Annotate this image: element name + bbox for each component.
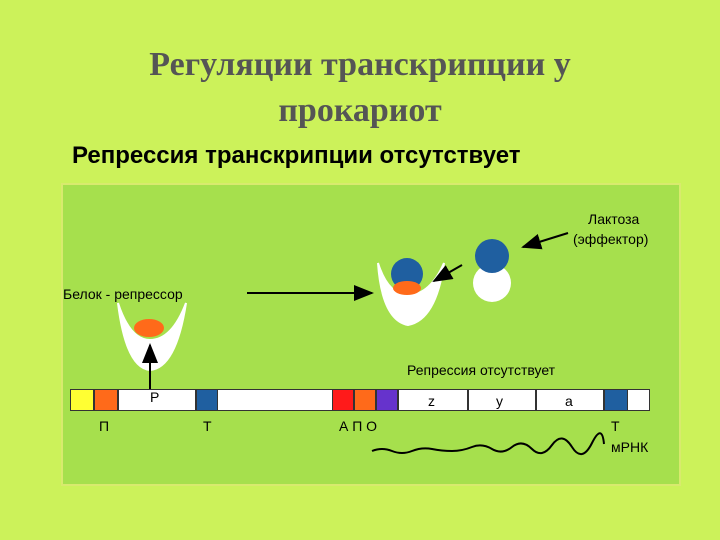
- lactose-label-2: (эффектор): [573, 231, 649, 247]
- title-line-2: прокариот: [278, 92, 442, 129]
- no-repression-label: Репрессия отсутствует: [407, 362, 556, 378]
- title-line-1: Регуляции транскрипции у: [149, 46, 571, 83]
- page-title: Регуляции транскрипции у прокариот: [0, 42, 720, 134]
- label-a: a: [565, 393, 573, 409]
- segment-y: [468, 389, 536, 411]
- label-terminator-right: Т: [611, 418, 620, 434]
- repressor-label: Белок - репрессор: [63, 286, 183, 302]
- segment-promoter: [94, 389, 118, 411]
- repressor-protein: [117, 302, 187, 372]
- segment-operator: [376, 389, 398, 411]
- repressor-site-bound: [393, 281, 421, 295]
- segment-z: [398, 389, 468, 411]
- segment-terminator-left: [196, 389, 218, 411]
- label-apo: А П О: [339, 418, 378, 434]
- label-mrna: мРНК: [611, 439, 649, 455]
- repressor-lactose-complex: [377, 258, 445, 327]
- segment-regulator-gene: [118, 389, 196, 411]
- subtitle: Репрессия транскрипции отсутствует: [72, 142, 521, 169]
- label-z: z: [428, 393, 435, 409]
- lactose-blue: [475, 239, 509, 273]
- label-promoter: П: [99, 418, 110, 434]
- lactose-white: [473, 264, 511, 302]
- segment-terminator-right: [604, 389, 628, 411]
- lactose-bound: [391, 258, 423, 290]
- lactose-label-1: Лактоза: [588, 211, 640, 227]
- segment-yellow: [70, 389, 94, 411]
- repressor-binding-site: [134, 319, 164, 337]
- label-terminator-left: Т: [203, 418, 212, 434]
- segment-orange: [354, 389, 376, 411]
- label-p-regulator: P: [150, 389, 160, 405]
- arrow-lactose-label: [521, 232, 569, 250]
- arrow-lactose-binding: [432, 264, 463, 282]
- segment-a: [536, 389, 604, 411]
- mrna-strand: [371, 432, 605, 455]
- segment-red: [332, 389, 354, 411]
- label-y: y: [496, 393, 503, 409]
